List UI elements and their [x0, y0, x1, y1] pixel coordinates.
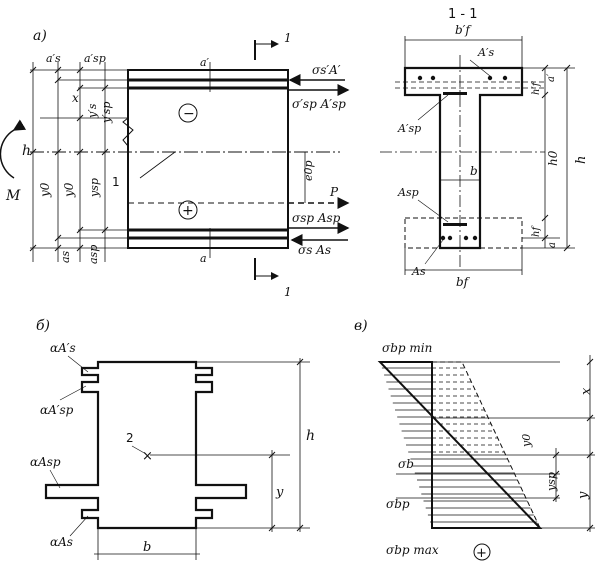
panel-a: а) a′s — [0, 28, 350, 299]
plus-sign-v-circle — [473, 543, 491, 561]
bottom-flange-dashed — [404, 217, 523, 249]
a-sp-prime-bar — [443, 92, 467, 95]
force-sp-prime: σ′sp A′sp — [292, 97, 346, 111]
dim-y-b: y — [275, 485, 284, 500]
dim-a-s: as — [59, 250, 72, 263]
dim-y-s-prime: y′s — [86, 103, 99, 119]
panel-v-label: в) — [354, 318, 368, 334]
label-sbp-max: σbp max — [386, 543, 439, 557]
a-prime-top: a′ — [200, 56, 210, 69]
dim-a-prime: a′ — [546, 73, 557, 82]
dim-h-b: h — [306, 428, 315, 444]
force-sp: σsp Asp — [292, 211, 341, 225]
dim-a-section: a — [547, 242, 558, 248]
dim-y0: y0 — [38, 182, 52, 198]
e0p-label: e0p — [302, 160, 315, 181]
panel-b: б) αA′s αA′sp αAsp αAs 2 × h y b — [30, 318, 315, 560]
a-bottom: a — [200, 252, 207, 265]
dim-x-v: x — [579, 387, 594, 395]
dim-y0-second: y0 — [62, 182, 76, 198]
dim-y-sp-prime: y′sp — [100, 102, 113, 124]
force-P: P — [329, 185, 339, 199]
plus-sign-v: + — [476, 546, 487, 561]
label-aAs-prime: αA′s — [50, 341, 76, 355]
label-sbp-min: σbp min — [382, 341, 432, 355]
centroid-mark: × — [142, 449, 153, 464]
dim-h0: h0 — [546, 150, 560, 166]
label-As: As — [411, 265, 426, 278]
label-aAsp: αAsp — [30, 455, 61, 469]
transformed-section — [44, 360, 248, 530]
minus-sign: − — [183, 106, 195, 122]
force-s-prime: σs′A′ — [312, 63, 341, 77]
plus-sign: + — [182, 203, 194, 219]
panel-b-label: б) — [36, 318, 50, 334]
dim-hf-prime: h′f — [531, 80, 542, 95]
t-section: 1 - 1 b′f A′s A′sp b Asp As — [380, 7, 589, 289]
label-aAs: αAs — [50, 535, 73, 549]
force-s: σs As — [298, 243, 331, 257]
dim-y-sp: ysp — [88, 178, 101, 198]
label-sb: σb — [398, 457, 414, 471]
dim-x: x — [72, 91, 79, 105]
break-line — [122, 117, 134, 147]
dim-ysp-v: ysp — [545, 472, 558, 492]
dim-bf-prime: b′f — [455, 23, 472, 37]
dim-y-v: y — [576, 491, 591, 500]
dim-h: h — [22, 143, 31, 159]
label-sbp: σbp — [386, 497, 410, 511]
moment-label: M — [5, 188, 21, 204]
label-Asp-prime: A′sp — [397, 122, 421, 135]
label-aAsp-prime: αA′sp — [40, 403, 74, 417]
dim-bf: bf — [456, 275, 471, 289]
label-Asp: Asp — [397, 186, 419, 199]
leader-1: 1 — [112, 175, 120, 189]
section-label: 1 - 1 — [448, 7, 478, 22]
dim-h-section: h — [574, 156, 589, 164]
centroid-label: 2 — [126, 431, 134, 445]
dim-hf: hf — [531, 225, 542, 237]
label-As-prime: A′s — [477, 46, 494, 59]
panel-v: в) σbp min x y0 ysp y σb σbp σbp max + — [354, 318, 595, 561]
cut-mark-bottom: 1 — [284, 285, 292, 299]
moment-arc — [0, 119, 27, 179]
dim-y0-v: y0 — [520, 434, 533, 448]
dim-a-sp-prime: a′sp — [84, 52, 106, 65]
dim-b: b — [470, 164, 478, 178]
minus-sign-circle — [178, 103, 198, 123]
plus-sign-circle — [178, 200, 198, 220]
cut-mark-top: 1 — [284, 31, 292, 45]
dim-b-b: b — [143, 540, 151, 555]
a-sp-bar — [443, 223, 467, 226]
dim-a-sp: asp — [87, 245, 100, 264]
dim-a-s-prime: a′s — [46, 52, 61, 65]
beam-body — [127, 69, 289, 249]
panel-a-label: а) — [33, 28, 47, 44]
